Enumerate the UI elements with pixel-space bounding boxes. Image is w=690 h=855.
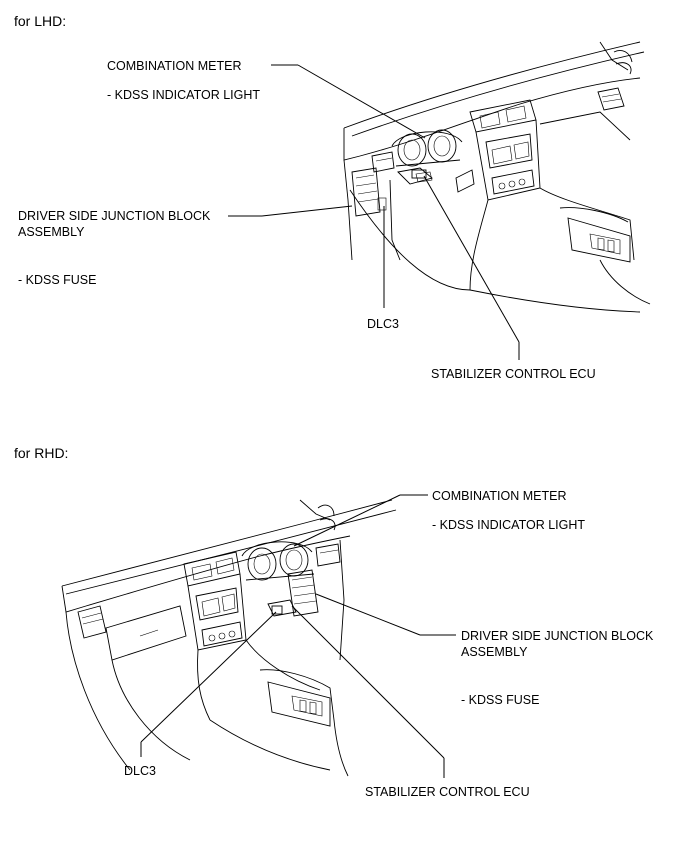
rhd-dashboard-drawing xyxy=(61,499,397,777)
rhd-kdss-indicator-label: - KDSS INDICATOR LIGHT xyxy=(432,518,586,532)
lhd-junction-block-label-line2: ASSEMBLY xyxy=(18,225,85,239)
rhd-kdss-fuse-label: - KDSS FUSE xyxy=(461,693,540,707)
lhd-kdss-fuse-label: - KDSS FUSE xyxy=(18,273,97,287)
rhd-stabilizer-ecu-label: STABILIZER CONTROL ECU xyxy=(365,785,530,799)
rhd-dlc3-leader-angle xyxy=(140,611,277,743)
rhd-junction-block-leader-angle xyxy=(315,593,421,636)
lhd-kdss-indicator-label: - KDSS INDICATOR LIGHT xyxy=(107,88,261,102)
rhd-combination-meter-leader-angle xyxy=(293,494,401,547)
rhd-leader-lines xyxy=(140,494,456,778)
lhd-junction-block-leader-angle xyxy=(261,205,353,217)
lhd-combination-meter-label: COMBINATION METER xyxy=(107,59,242,73)
rhd-junction-block-label-line2: ASSEMBLY xyxy=(461,645,528,659)
lhd-combination-meter-leader-angle xyxy=(297,64,426,139)
lhd-dlc3-label: DLC3 xyxy=(367,317,399,331)
rhd-junction-block-label-line1: DRIVER SIDE JUNCTION BLOCK xyxy=(461,629,654,643)
lhd-dashboard-drawing xyxy=(343,41,651,313)
rhd-heading: for RHD: xyxy=(14,445,69,461)
rhd-dlc3-label: DLC3 xyxy=(124,764,156,778)
lhd-junction-block-label-line1: DRIVER SIDE JUNCTION BLOCK xyxy=(18,209,211,223)
lhd-stabilizer-ecu-leader-angle xyxy=(423,175,520,343)
rhd-stabilizer-ecu-leader-angle xyxy=(291,605,445,759)
lhd-leader-lines xyxy=(228,64,520,360)
lhd-heading: for LHD: xyxy=(14,13,67,29)
rhd-combination-meter-label: COMBINATION METER xyxy=(432,489,567,503)
lhd-stabilizer-ecu-label: STABILIZER CONTROL ECU xyxy=(431,367,596,381)
